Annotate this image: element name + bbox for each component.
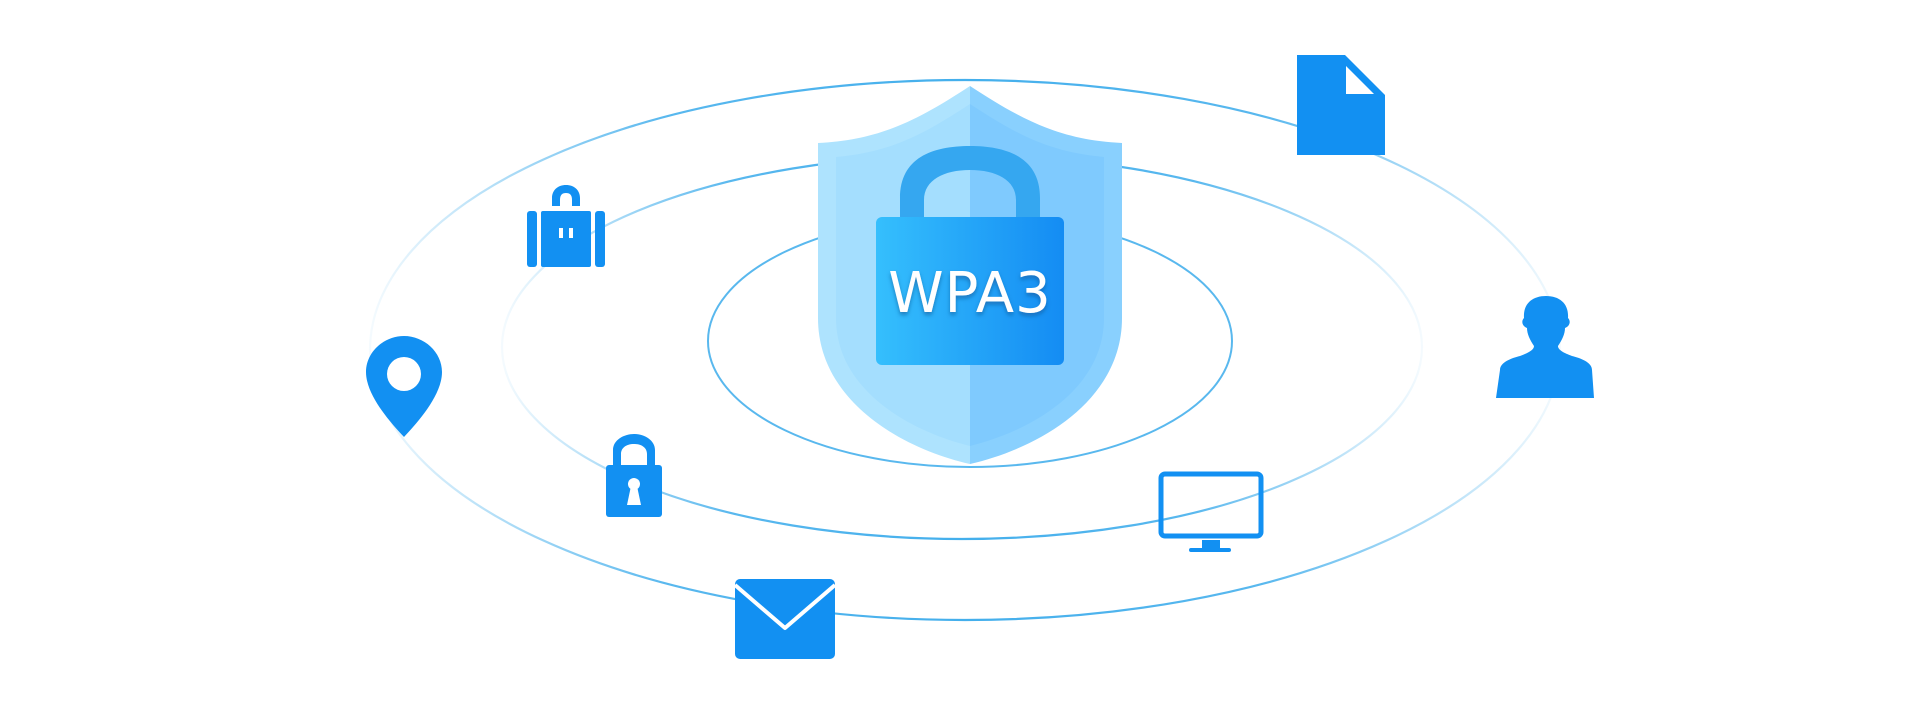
monitor-icon bbox=[1158, 471, 1264, 552]
user-icon bbox=[1496, 296, 1594, 398]
location-pin-icon bbox=[366, 336, 442, 437]
briefcase-icon bbox=[527, 185, 605, 267]
padlock-badge: WPA3 bbox=[876, 146, 1064, 365]
document-icon bbox=[1297, 55, 1385, 155]
padlock-icon bbox=[606, 434, 662, 517]
badge-label: WPA3 bbox=[888, 261, 1052, 326]
mail-icon bbox=[733, 579, 837, 659]
